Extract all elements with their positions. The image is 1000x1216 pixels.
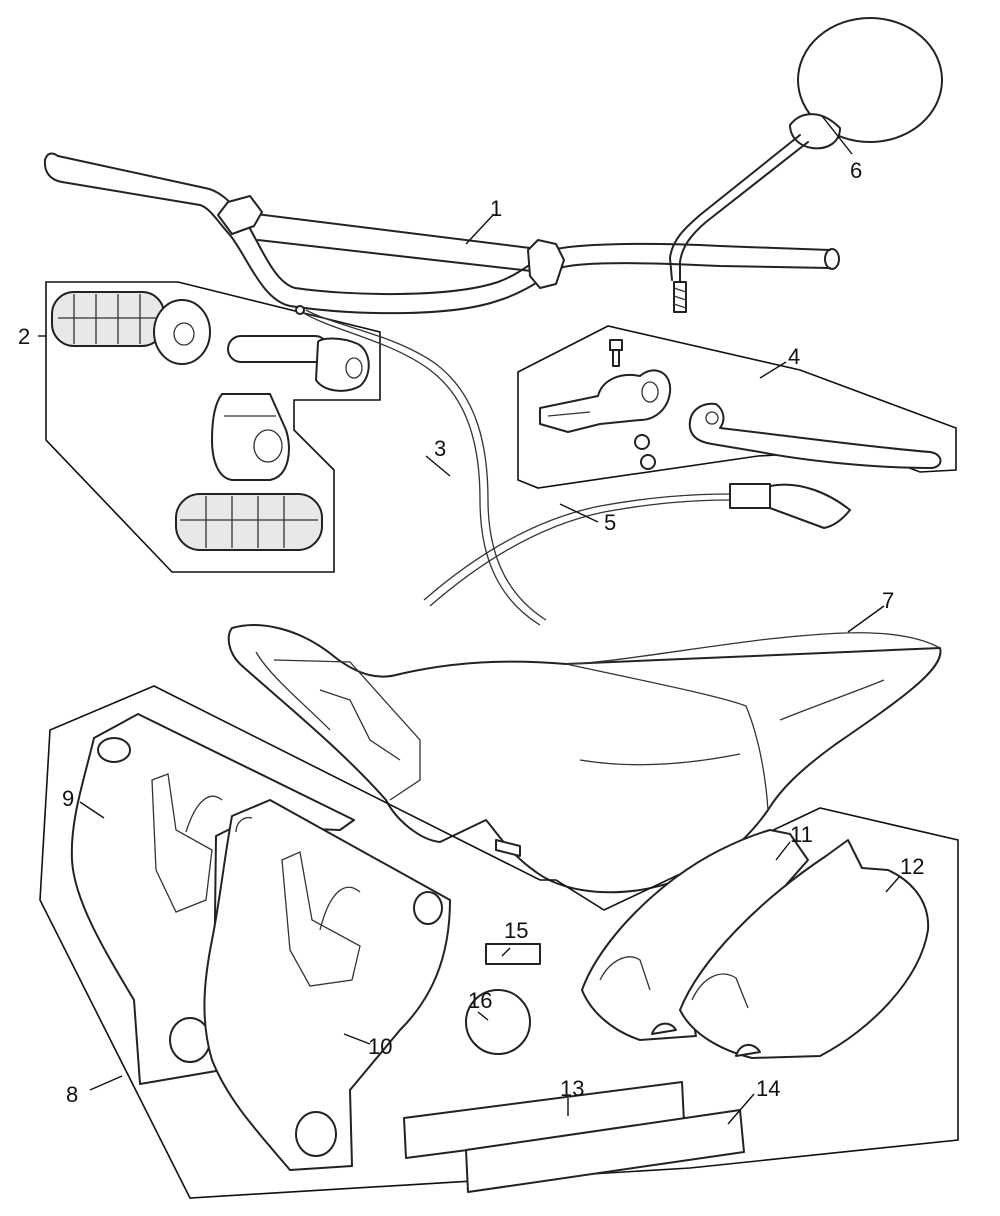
callout-10: 10 bbox=[368, 1034, 392, 1059]
callout-1: 1 bbox=[490, 196, 502, 221]
callout-16: 16 bbox=[468, 988, 492, 1013]
callout-8: 8 bbox=[66, 1082, 78, 1107]
right-side-panel-decal bbox=[203, 799, 451, 1171]
small-label-decal bbox=[485, 943, 541, 965]
callout-11: 11 bbox=[790, 822, 813, 847]
callout-9: 9 bbox=[62, 786, 74, 811]
round-decal bbox=[465, 989, 531, 1055]
strip-decals bbox=[403, 1081, 745, 1193]
callout-4: 4 bbox=[788, 344, 800, 369]
clutch-cable bbox=[423, 483, 851, 607]
leader-lines bbox=[38, 115, 901, 1125]
callout-13: 13 bbox=[560, 1076, 584, 1101]
throttle-cable bbox=[295, 305, 547, 626]
callout-12: 12 bbox=[900, 854, 924, 879]
front-plate-decal-right bbox=[679, 839, 930, 1059]
callout-3: 3 bbox=[434, 436, 446, 461]
lever-group bbox=[517, 325, 957, 489]
handlebar bbox=[43, 152, 840, 315]
callout-15: 15 bbox=[504, 918, 528, 943]
callout-labels: 1 2 3 4 5 6 7 8 9 10 11 12 13 14 15 16 bbox=[18, 158, 924, 1107]
callout-2: 2 bbox=[18, 324, 30, 349]
decal-kit-outline bbox=[39, 685, 959, 1199]
mirror bbox=[669, 17, 943, 313]
callout-7: 7 bbox=[882, 588, 894, 613]
callout-6: 6 bbox=[850, 158, 862, 183]
grip-throttle-group bbox=[45, 281, 381, 573]
callout-14: 14 bbox=[756, 1076, 780, 1101]
callout-5: 5 bbox=[604, 510, 616, 535]
